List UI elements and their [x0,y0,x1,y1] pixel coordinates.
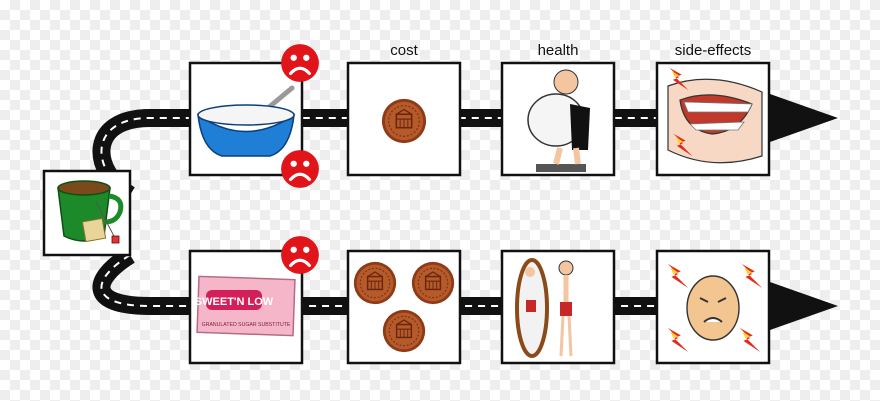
start-card [42,169,132,257]
bottom-choice-card: SWEET'N LOW GRANULATED SUGAR SUBSTITUTE [188,249,304,365]
tea-cup-icon [57,180,124,244]
bottom-side-effect-card [655,249,771,365]
arrow-bottom-icon [770,282,838,330]
sad-face-icon [279,148,321,190]
top-cost-card [346,61,462,177]
package-subtitle: GRANULATED SUGAR SUBSTITUTE [202,322,291,328]
sugar-bowl-icon [197,85,295,157]
header-health: health [537,42,579,59]
overweight-person-icon [527,69,590,172]
sweetener-packet-icon: SWEET'N LOW GRANULATED SUGAR SUBSTITUTE [195,275,296,337]
top-side-effect-card [655,61,771,177]
bottom-health-card [500,249,616,365]
top-choice-card [188,61,304,177]
header-cost: cost [390,42,418,59]
headache-icon [686,275,740,341]
arrow-top-icon [770,94,838,142]
toothache-icon [667,78,763,164]
header-side-effects: side-effects [674,42,752,59]
package-brand: SWEET'N LOW [195,296,274,308]
penny-icon [381,98,427,144]
bottom-cost-card [346,249,462,365]
thin-person-mirror-icon [515,258,574,358]
sad-face-icon [279,42,321,84]
sad-face-icon [279,234,321,276]
top-health-card [500,61,616,177]
